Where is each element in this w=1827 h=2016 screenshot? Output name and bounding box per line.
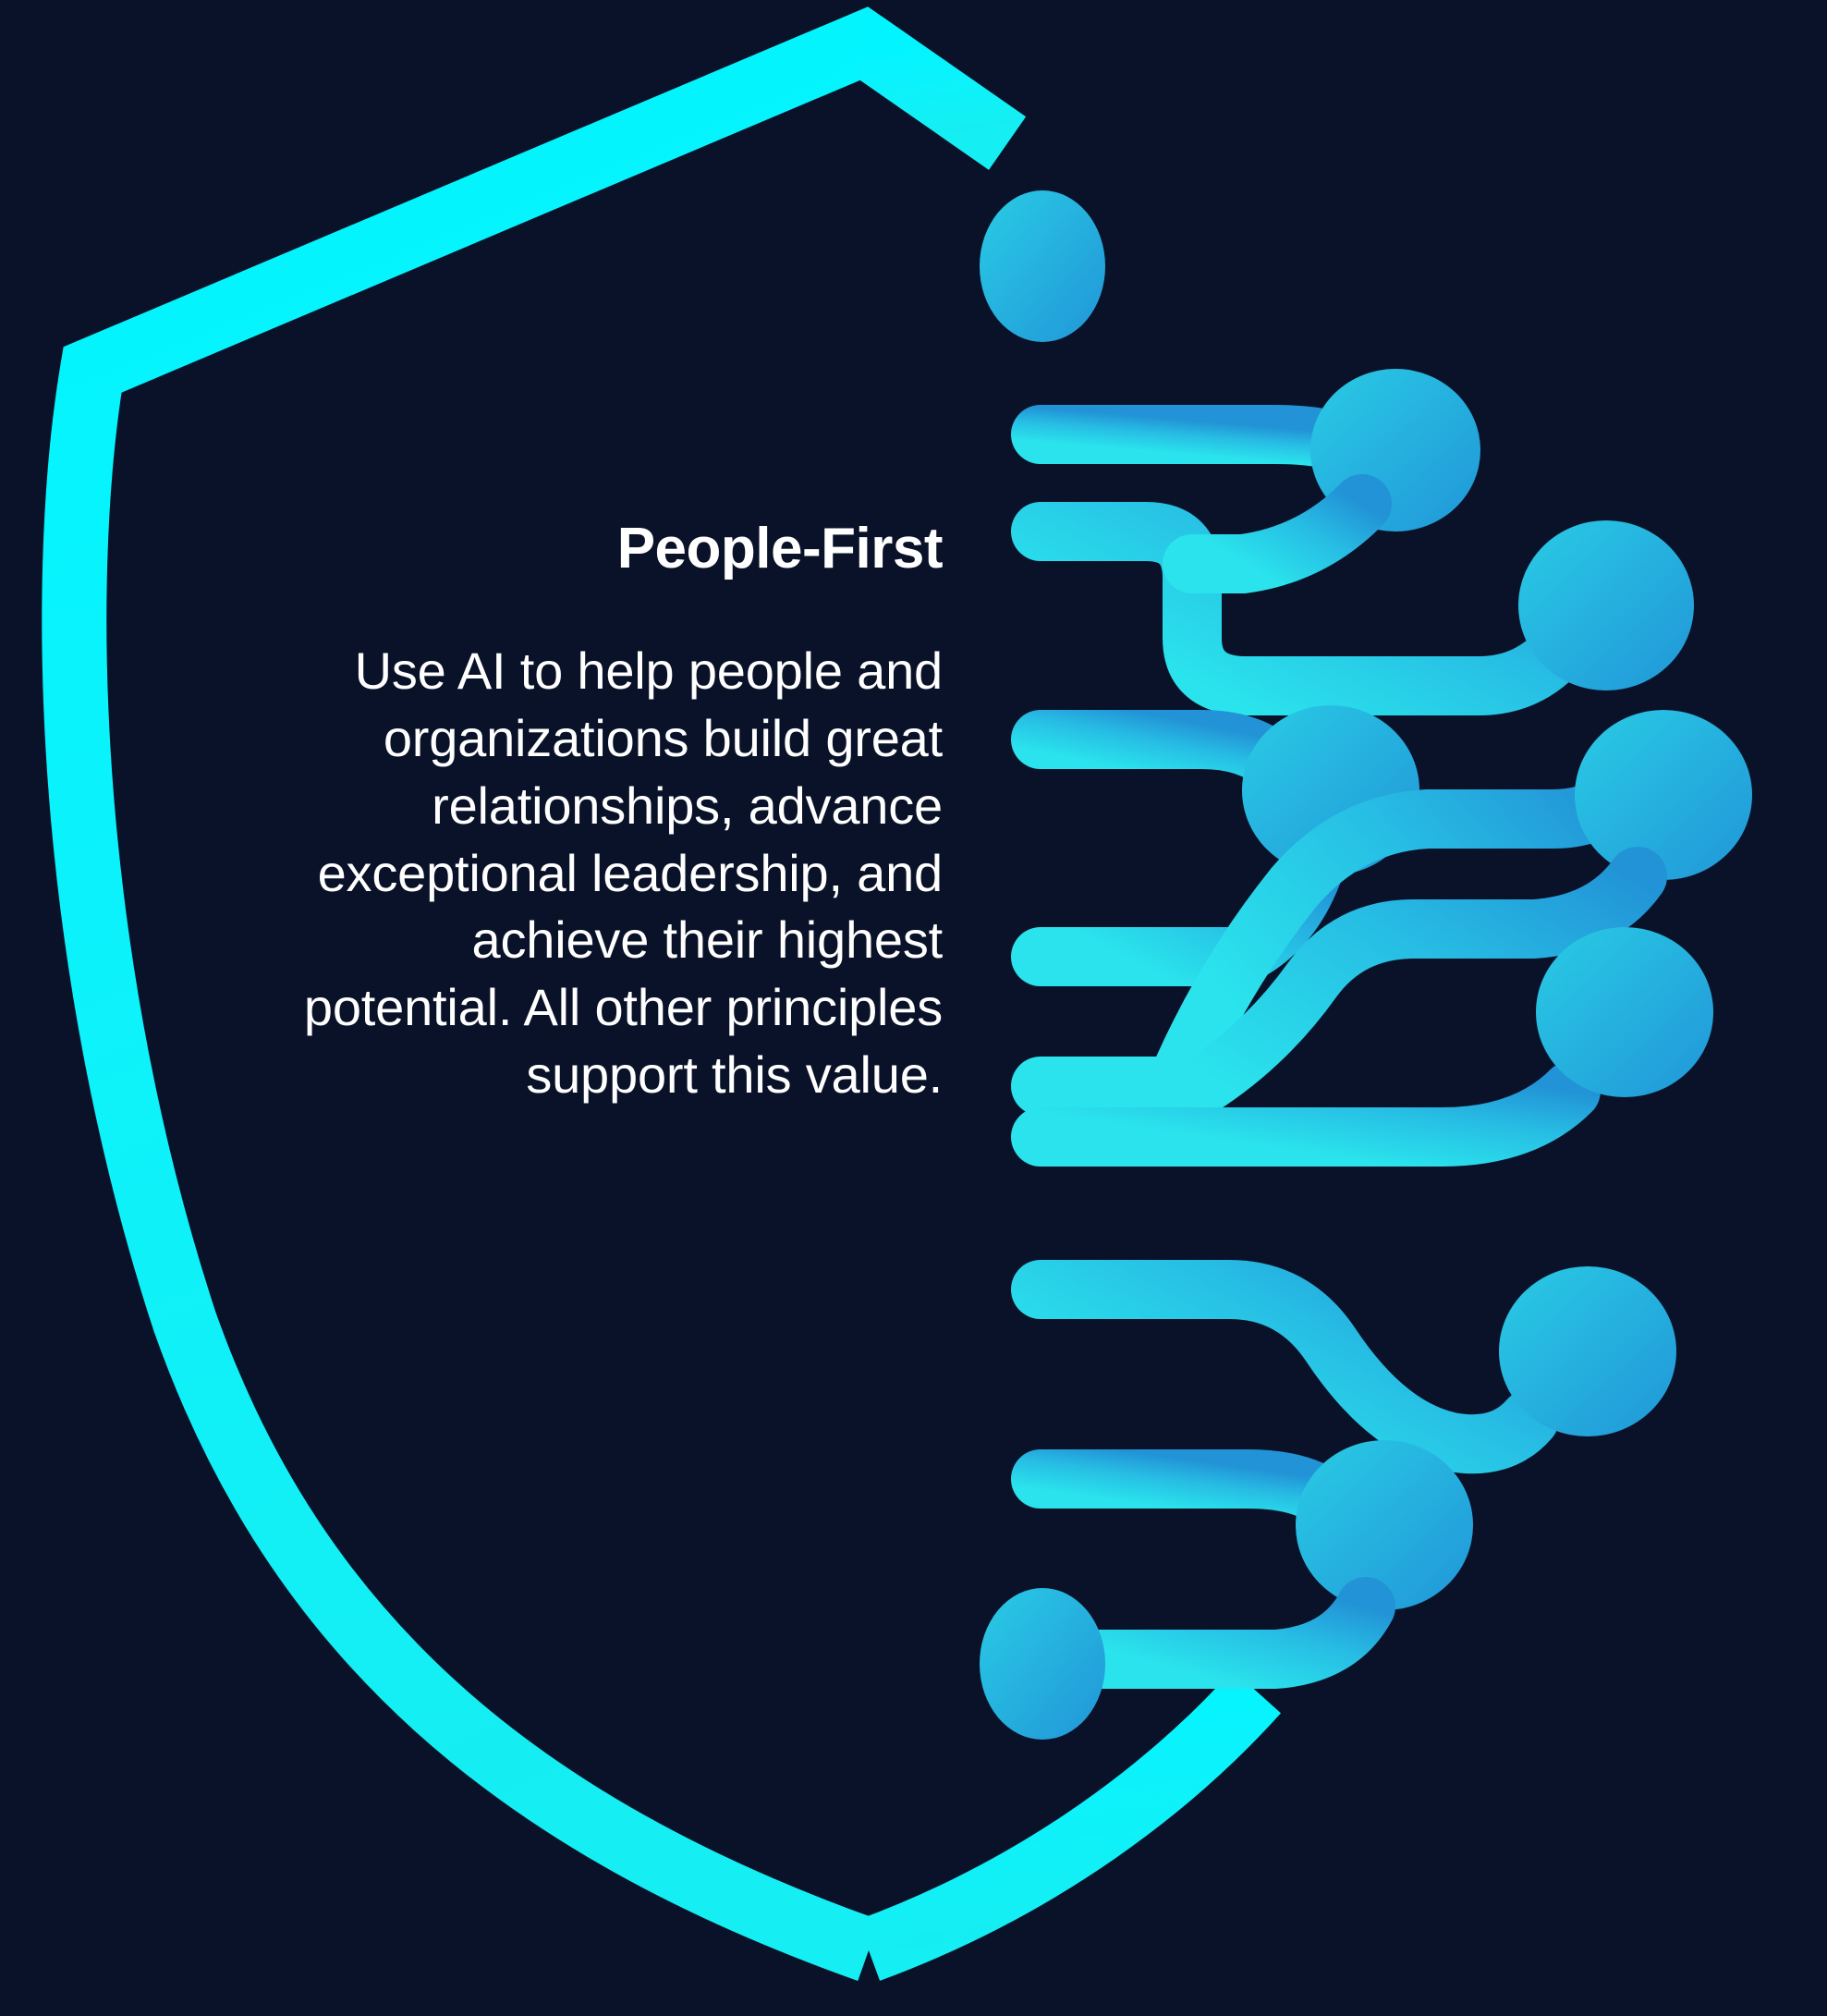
- page-title: People-First: [616, 517, 944, 580]
- circuit-branch-8-tail: [1011, 1577, 1395, 1689]
- circuit-branch-3: [1011, 710, 1309, 797]
- circuit-node-6: [1536, 927, 1713, 1097]
- shield-outline: [42, 6, 1282, 1981]
- circuit-link-1-2: [1163, 474, 1392, 593]
- circuit-node-2: [1518, 520, 1694, 690]
- circuit-tree: [980, 190, 1752, 1740]
- value-description: Use AI to help people and organizations …: [303, 641, 943, 1104]
- circuit-branch-4: [1144, 771, 1642, 1120]
- circuit-spine-bottom-node: [980, 1588, 1105, 1740]
- circuit-spine-top-node: [980, 190, 1105, 342]
- circuit-branch-8: [1011, 1449, 1360, 1532]
- circuit-node-7: [1499, 1266, 1676, 1436]
- circuit-node-8: [1296, 1440, 1473, 1610]
- circuit-branch-7: [1011, 1260, 1559, 1474]
- value-text-block: People-First Use AI to help people and o…: [277, 517, 944, 1109]
- circuit-branch-6: [1011, 1061, 1601, 1167]
- circuit-node-4: [1575, 710, 1752, 880]
- circuit-branch-5: [1011, 847, 1667, 1116]
